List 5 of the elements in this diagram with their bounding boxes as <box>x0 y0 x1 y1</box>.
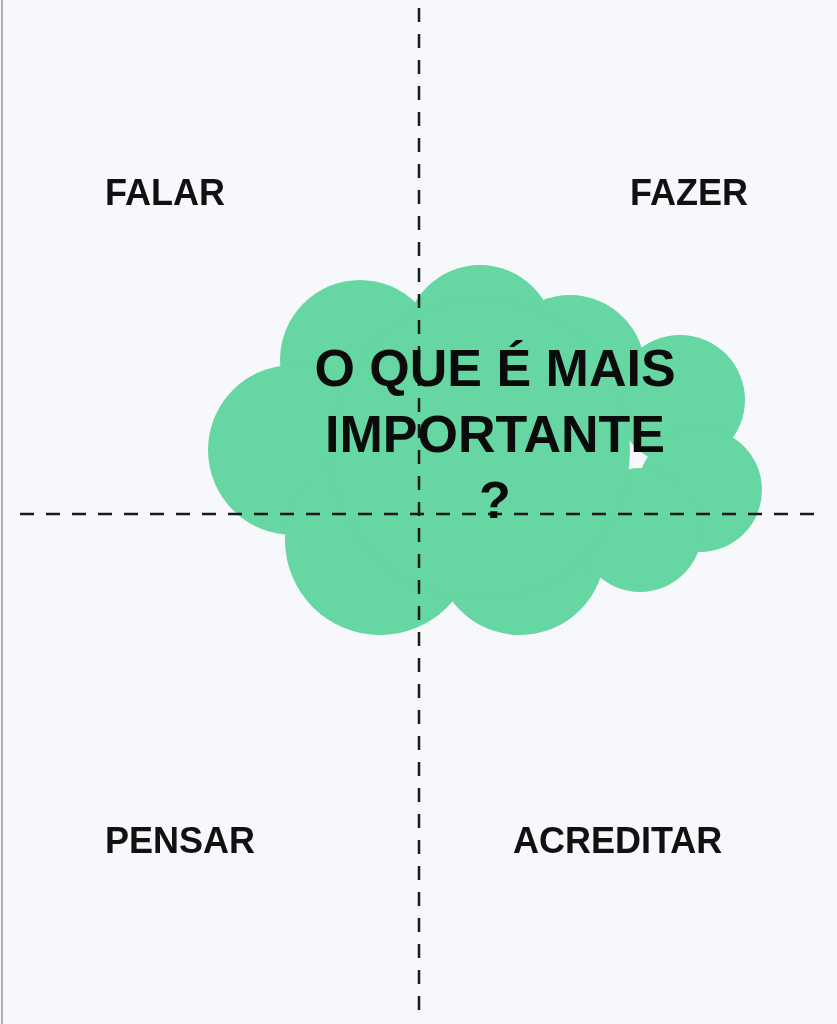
quadrant-label: ACREDITAR <box>513 820 723 862</box>
quadrant-label: FALAR <box>105 172 225 214</box>
quadrant-label: PENSAR <box>105 820 256 862</box>
question-text: O QUE É MAIS IMPORTANTE ? <box>313 338 677 531</box>
quadrant-label: FAZER <box>630 172 748 214</box>
